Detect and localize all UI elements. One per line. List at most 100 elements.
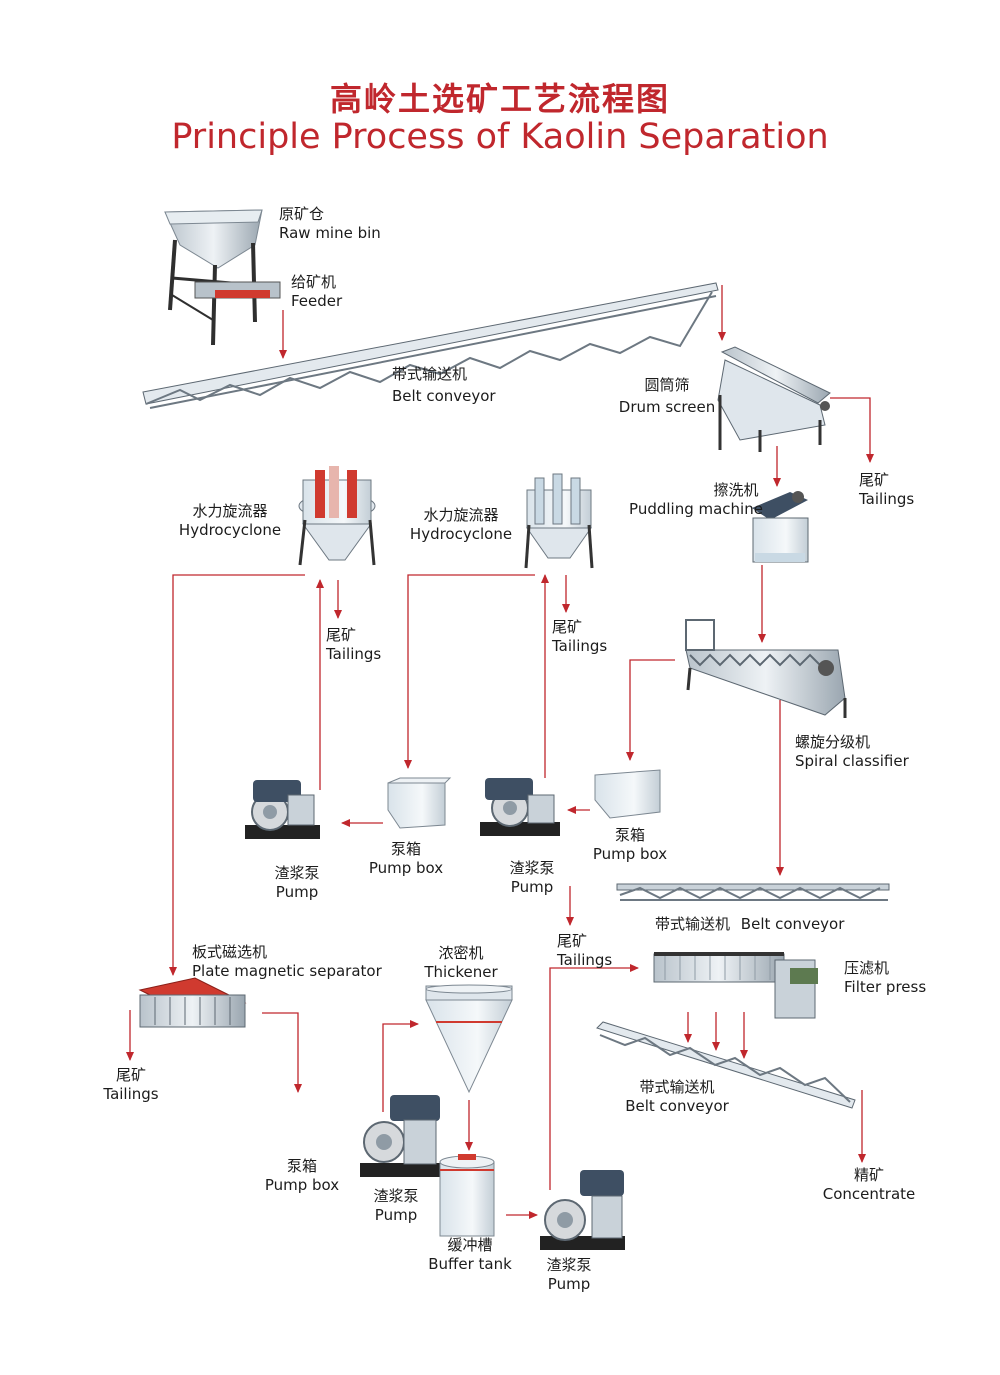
feeder-en: Feeder	[291, 292, 343, 310]
belt-conveyor-3-en: Belt conveyor	[625, 1097, 729, 1115]
pump-box-1-label: 泵箱 Pump box	[369, 840, 443, 878]
plate-magnetic-separator-label: 板式磁选机 Plate magnetic separator	[192, 943, 382, 981]
pump-4-label: 渣浆泵 Pump	[546, 1256, 591, 1294]
feeder-cn: 给矿机	[291, 273, 337, 291]
pump-1-cn: 渣浆泵	[274, 864, 320, 882]
puddling-machine-en: Puddling machine	[629, 500, 763, 518]
pump-4-icon	[540, 1170, 625, 1250]
pump-box-3-cn: 泵箱	[286, 1157, 317, 1175]
title-english: Principle Process of Kaolin Separation	[171, 117, 829, 157]
pump-3-label: 渣浆泵 Pump	[373, 1187, 418, 1225]
pump-box-3-en: Pump box	[264, 1176, 340, 1194]
flow-arrows	[126, 285, 874, 1219]
drum-screen-en: Drum screen	[618, 398, 716, 416]
tailings-5-label: 尾矿 Tailings	[103, 1066, 158, 1104]
pump-box-2-en: Pump box	[592, 845, 668, 863]
pump-1-icon	[245, 780, 320, 839]
buffer-tank-icon	[439, 1154, 495, 1237]
raw-mine-bin-icon	[164, 209, 263, 346]
pump-box-1-en: Pump box	[368, 859, 444, 877]
drum-screen-icon	[717, 346, 831, 452]
filter-press-en: Filter press	[844, 978, 927, 996]
pump-3-cn: 渣浆泵	[373, 1187, 419, 1205]
pump-4-en: Pump	[547, 1275, 591, 1293]
hydrocyclone-1-cn: 水力旋流器	[192, 502, 268, 520]
hydrocyclone-1-en: Hydrocyclone	[178, 521, 282, 539]
spiral-classifier-label: 螺旋分级机 Spiral classifier	[795, 733, 909, 771]
tailings-4-en: Tailings	[557, 951, 613, 969]
hydrocyclone-1-label: 水力旋流器 Hydrocyclone	[179, 502, 281, 540]
pump-box-2-label: 泵箱 Pump box	[593, 826, 667, 864]
hydrocyclone-1-icon	[298, 466, 376, 566]
plate-magnetic-separator-icon	[138, 977, 247, 1028]
concentrate-cn: 精矿	[853, 1166, 884, 1184]
tailings-1-en: Tailings	[859, 490, 915, 508]
tailings-3-en: Tailings	[552, 637, 608, 655]
belt-conveyor-3-label: 带式输送机 Belt conveyor	[625, 1078, 729, 1116]
concentrate-en: Concentrate	[822, 1185, 916, 1203]
feeder-icon	[194, 281, 281, 299]
belt-conveyor-1-en: Belt conveyor	[392, 387, 496, 405]
tailings-3-cn: 尾矿	[552, 618, 583, 636]
puddling-machine-cn: 擦洗机	[713, 481, 759, 499]
hydrocyclone-2-icon	[524, 473, 594, 569]
belt-conveyor-3-icon	[596, 1021, 856, 1109]
tailings-2-label: 尾矿 Tailings	[326, 626, 381, 664]
spiral-classifier-cn: 螺旋分级机	[795, 733, 871, 751]
belt-conveyor-1-label: 带式输送机 Belt conveyor	[392, 365, 496, 406]
tailings-2-en: Tailings	[326, 645, 382, 663]
belt-conveyor-2-label: 带式输送机 Belt conveyor	[655, 915, 844, 934]
pump-box-1-icon	[387, 777, 452, 829]
filter-press-icon	[653, 952, 818, 1019]
plate-magnetic-separator-en: Plate magnetic separator	[192, 962, 382, 980]
filter-press-cn: 压滤机	[844, 959, 890, 977]
drum-screen-cn: 圆筒筛	[644, 376, 690, 394]
pump-2-icon	[480, 778, 560, 836]
thickener-cn: 浓密机	[438, 944, 484, 962]
pump-box-2-icon	[594, 769, 661, 819]
thickener-label: 浓密机 Thickener	[424, 944, 497, 982]
tailings-5-cn: 尾矿	[115, 1066, 146, 1084]
spiral-classifier-icon	[685, 619, 847, 718]
hydrocyclone-2-en: Hydrocyclone	[409, 525, 513, 543]
pump-2-cn: 渣浆泵	[509, 859, 555, 877]
belt-conveyor-2-icon	[616, 883, 890, 901]
raw-mine-bin-cn: 原矿仓	[279, 205, 325, 223]
pump-box-1-cn: 泵箱	[390, 840, 421, 858]
thickener-icon	[425, 984, 513, 1094]
belt-conveyor-3-cn: 带式输送机	[639, 1078, 715, 1096]
hydrocyclone-2-label: 水力旋流器 Hydrocyclone	[410, 506, 512, 544]
tailings-3-label: 尾矿 Tailings	[552, 618, 607, 656]
thickener-en: Thickener	[424, 963, 498, 981]
pump-2-en: Pump	[510, 878, 554, 896]
tailings-2-cn: 尾矿	[326, 626, 357, 644]
filter-press-label: 压滤机 Filter press	[844, 959, 926, 997]
belt-conveyor-1-icon	[142, 282, 719, 409]
pump-box-3-label: 泵箱 Pump box	[265, 1157, 339, 1195]
buffer-tank-en: Buffer tank	[428, 1255, 512, 1273]
puddling-machine-icon	[752, 491, 809, 563]
belt-conveyor-1-cn: 带式输送机	[392, 365, 468, 383]
pump-3-icon	[360, 1095, 440, 1177]
pump-4-cn: 渣浆泵	[546, 1256, 592, 1274]
pump-1-label: 渣浆泵 Pump	[274, 864, 319, 902]
title-chinese: 高岭土选矿工艺流程图	[329, 80, 670, 118]
belt-conveyor-2-en: Belt conveyor	[740, 915, 845, 933]
drum-screen-label: 圆筒筛 Drum screen	[619, 376, 715, 417]
raw-mine-bin-en: Raw mine bin	[279, 224, 381, 242]
buffer-tank-cn: 缓冲槽	[447, 1236, 493, 1254]
pump-box-2-cn: 泵箱	[614, 826, 645, 844]
puddling-machine-label: 擦洗机 Puddling machine	[629, 481, 763, 519]
pump-2-label: 渣浆泵 Pump	[509, 859, 554, 897]
spiral-classifier-en: Spiral classifier	[795, 752, 909, 770]
tailings-1-label: 尾矿 Tailings	[859, 471, 914, 509]
feeder-label: 给矿机 Feeder	[291, 273, 342, 311]
raw-mine-bin-label: 原矿仓 Raw mine bin	[279, 205, 381, 243]
tailings-4-cn: 尾矿	[557, 932, 588, 950]
tailings-1-cn: 尾矿	[859, 471, 890, 489]
tailings-4-label: 尾矿 Tailings	[557, 932, 612, 970]
pump-1-en: Pump	[275, 883, 319, 901]
hydrocyclone-2-cn: 水力旋流器	[423, 506, 499, 524]
plate-magnetic-separator-cn: 板式磁选机	[192, 943, 268, 961]
